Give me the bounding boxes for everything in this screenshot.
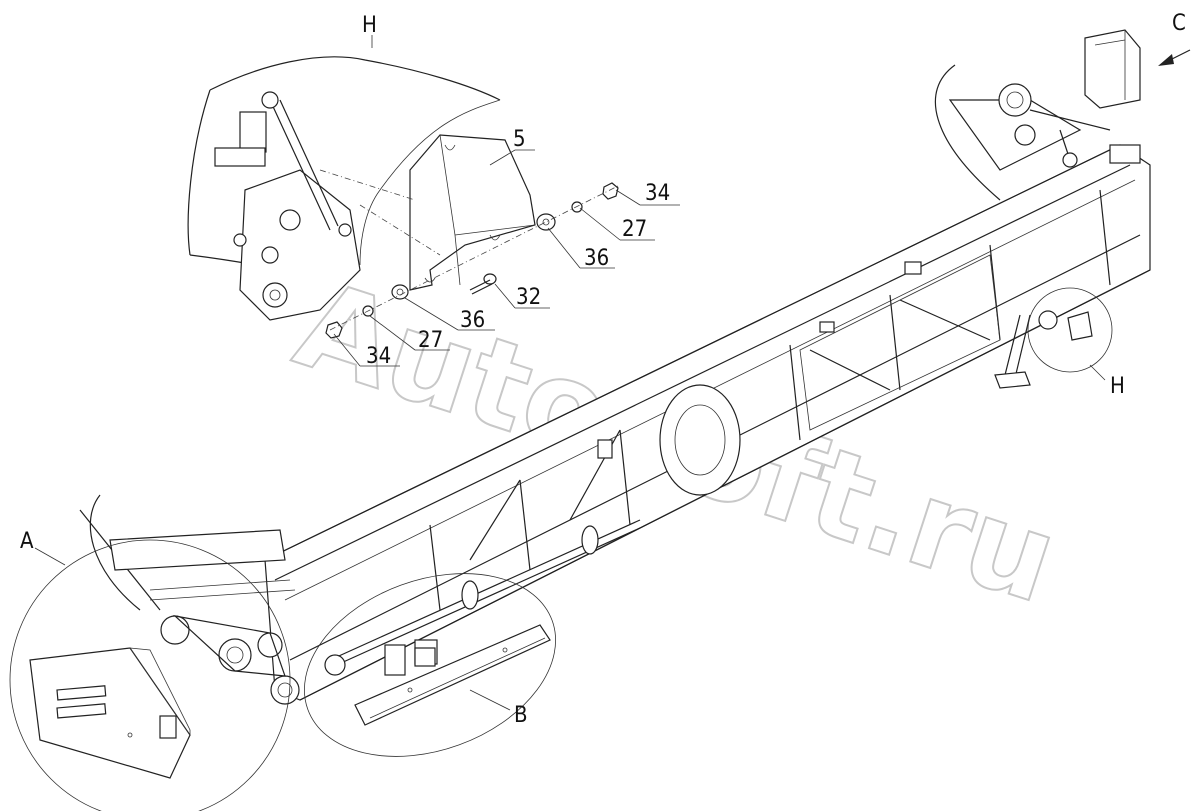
callout-part-5: 5 [513,127,526,152]
right-drive-assembly [934,64,1141,201]
fasteners [319,169,621,339]
label-view-h-top: H [362,13,377,38]
bottom-shield [354,624,551,726]
callout-part-32: 32 [516,285,541,310]
main-frame [264,144,1151,701]
label-view-h-right: H [1110,374,1125,399]
view-c-arrowhead [1158,54,1174,66]
detail-circle-b [304,573,556,757]
callout-part-36-left: 36 [460,308,485,333]
label-view-b: B [514,703,528,728]
callout-leaders [333,149,680,367]
cover-plate-5 [409,134,536,291]
right-detail-h [994,310,1093,389]
left-shield-cover [29,647,191,779]
label-view-c: C [1172,11,1186,36]
detail-circle-h-right [1027,287,1113,373]
callout-part-36-right: 36 [584,246,609,271]
top-cover-c [1084,29,1141,109]
callout-part-34-left: 34 [366,344,391,369]
label-view-a: A [20,529,34,554]
callout-part-27-left: 27 [418,328,443,353]
callout-part-27-right: 27 [622,217,647,242]
callout-part-34-right: 34 [645,181,670,206]
detail-circle-a [9,539,291,811]
top-detail-h [187,56,501,321]
